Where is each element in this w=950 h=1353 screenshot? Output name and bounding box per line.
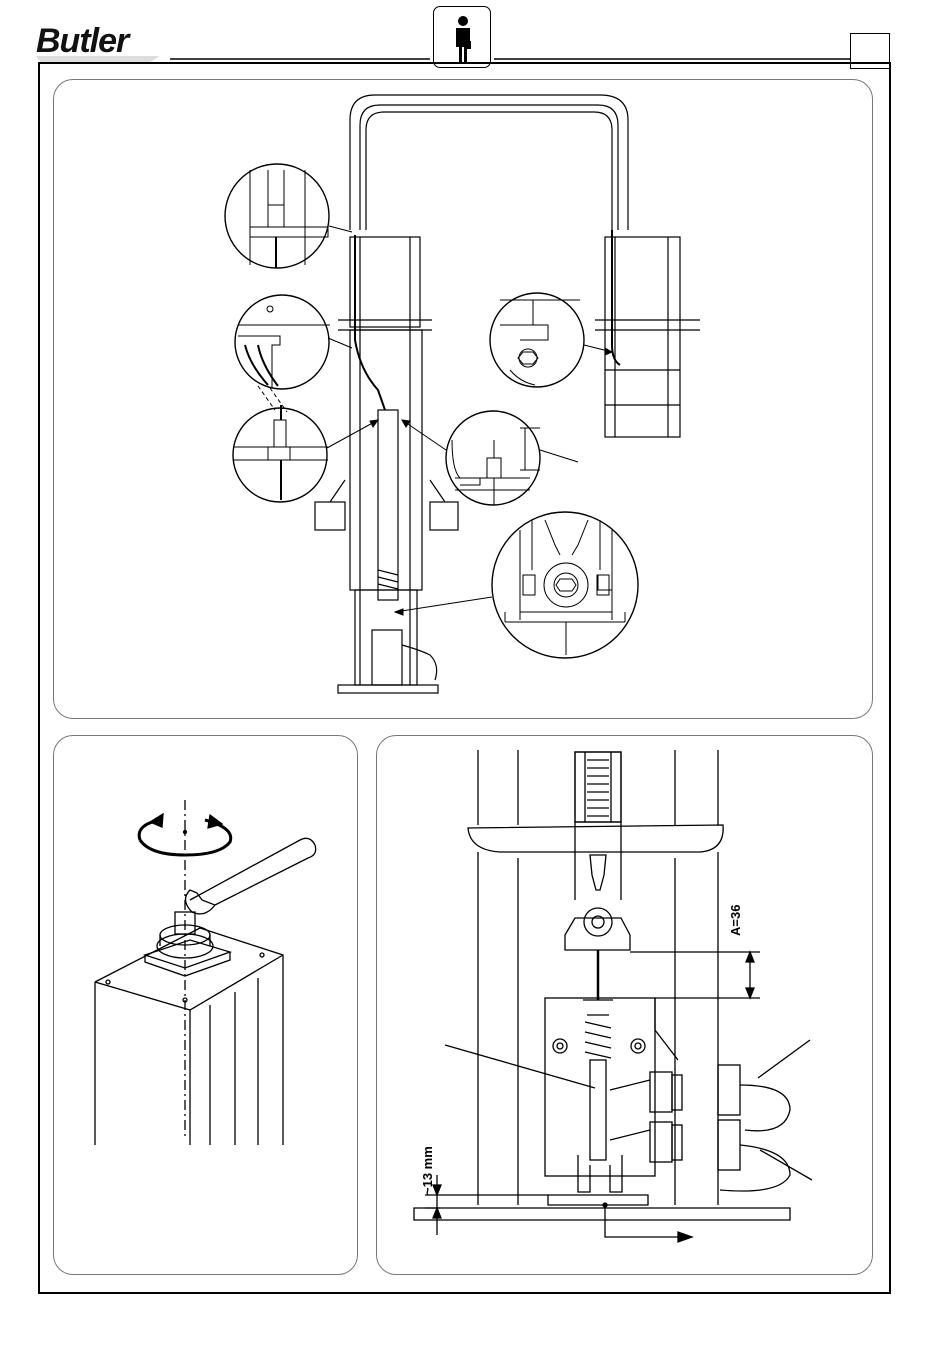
dimension-a-label: A=36 bbox=[728, 905, 743, 936]
dimension-height-label: ~13 mm bbox=[420, 1146, 435, 1195]
